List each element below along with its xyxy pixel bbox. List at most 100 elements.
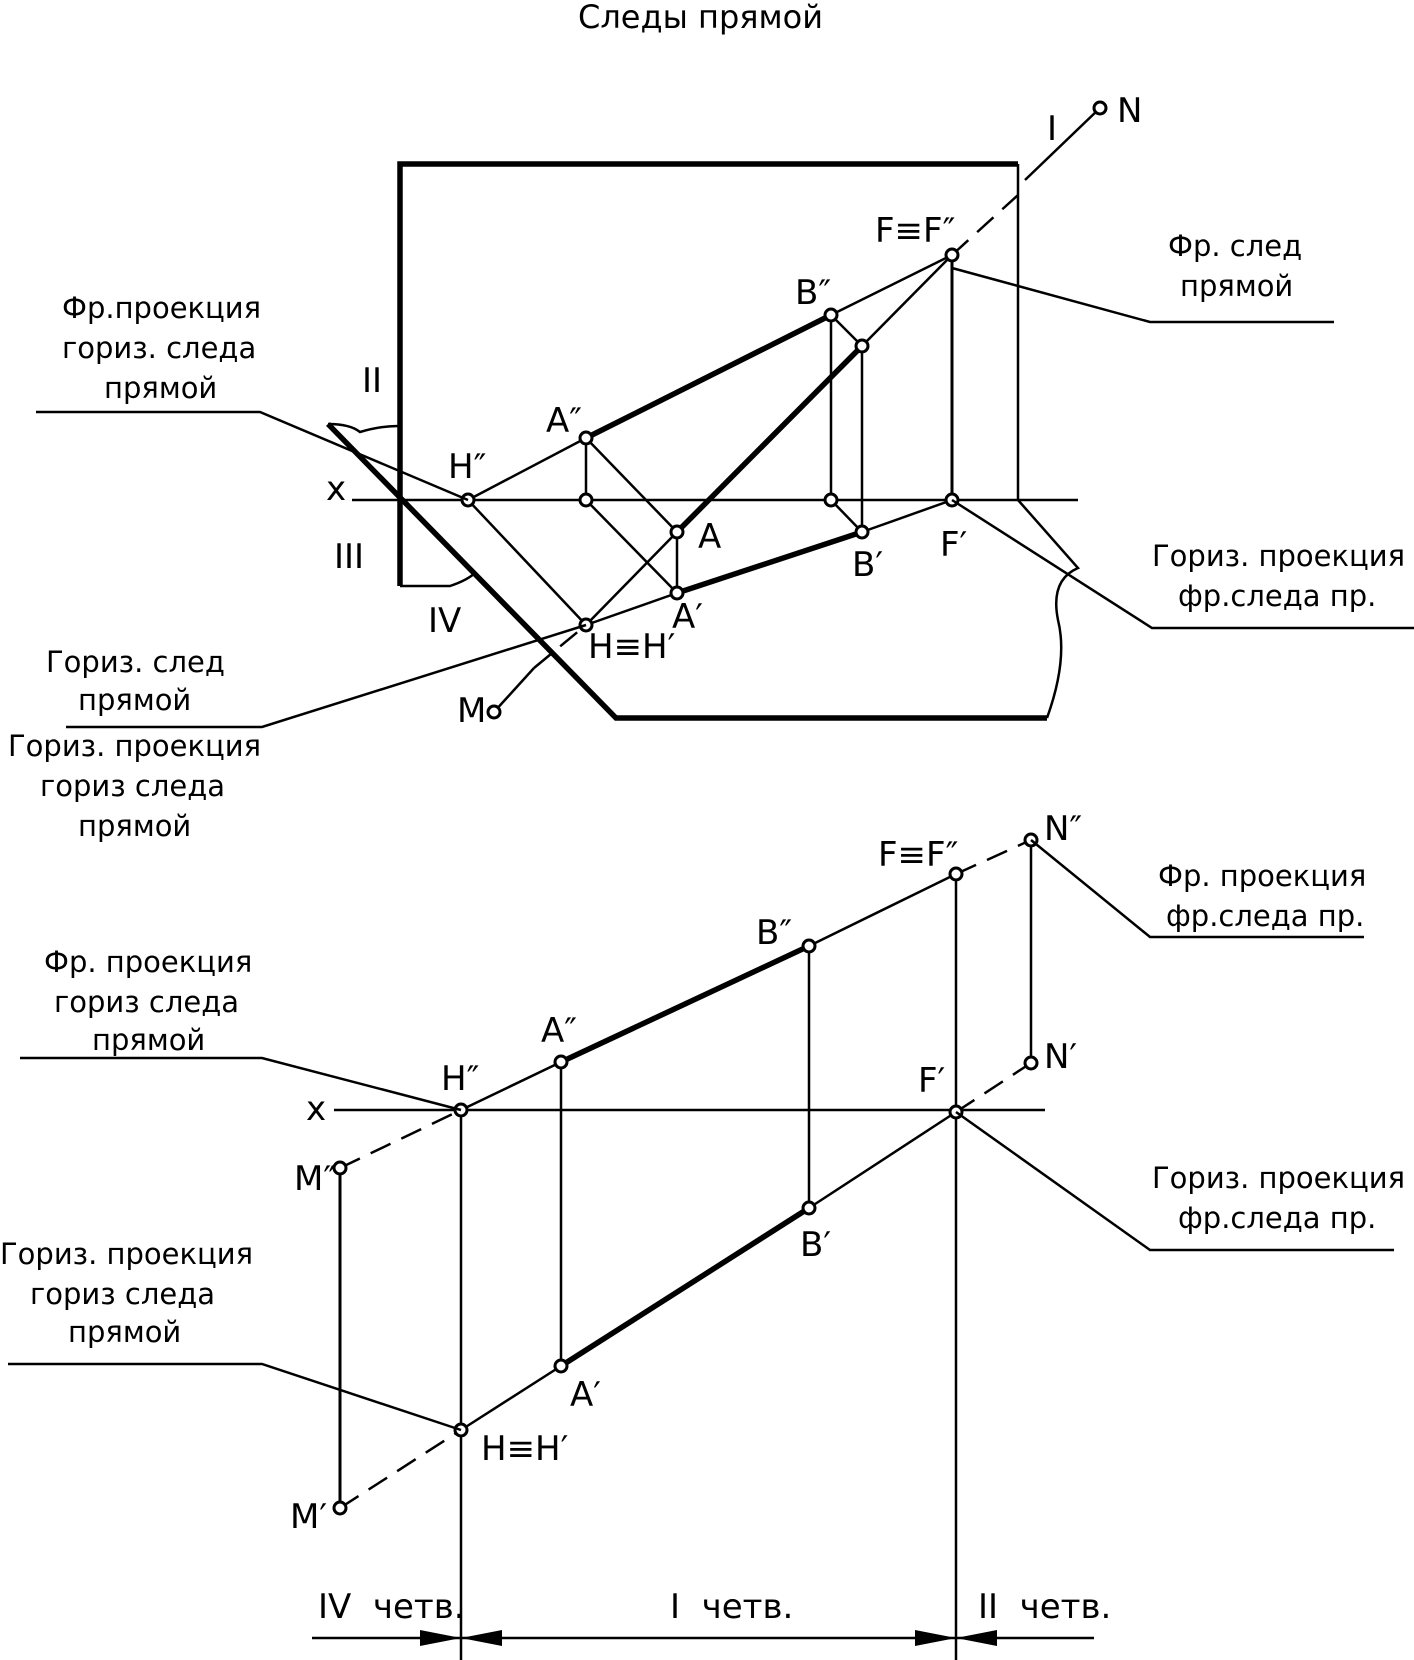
point-B2 [823, 307, 839, 323]
frontal-proj-FN [955, 838, 1032, 876]
hor-proj-MH [339, 1428, 462, 1510]
point-A1 [553, 1358, 569, 1374]
label-A2: A″ [546, 401, 582, 441]
callout-line: Гориз. след [46, 645, 225, 679]
label-N1: N′ [1044, 1037, 1077, 1077]
label-H2: H″ [448, 447, 486, 487]
callout-line: гориз следа [30, 1277, 215, 1311]
label-H-eq: H≡H′ [588, 627, 675, 667]
label-H2: H″ [441, 1059, 479, 1099]
callout-hor-proj-front-trace: Гориз. проекция фр.следа пр. [1152, 539, 1405, 613]
label-A1: A′ [672, 597, 703, 637]
label-A2: A″ [541, 1011, 577, 1051]
quarter-label-II: II четв. [978, 1587, 1111, 1627]
line-MN-hidden [533, 624, 587, 669]
point-N [1092, 100, 1108, 116]
callout-line: фр.следа пр. [1178, 579, 1376, 613]
callout-front-proj-front-trace: Фр. проекция фр.следа пр. [1158, 859, 1366, 933]
horizontal-plane-fold [327, 422, 399, 434]
callout-line: прямой [78, 809, 191, 843]
label-M: M [457, 691, 486, 731]
label-B2: B″ [756, 913, 792, 953]
label-B1: B′ [852, 545, 883, 585]
hor-proj-BF [861, 498, 953, 534]
point-M [486, 704, 502, 720]
frontal-proj-HA [467, 436, 587, 502]
callout-hor-proj-hor-trace: Гориз. проекция гориз следа прямой [8, 729, 261, 843]
point-Bx [823, 492, 839, 508]
bottom-figure: x N″ N′ F≡F″ F′ [0, 809, 1405, 1660]
arrow-IV-right [420, 1630, 461, 1646]
arrow-I-left [461, 1630, 502, 1646]
quadrant-label-IV: IV [428, 601, 461, 641]
line-MN-seg-BF [861, 254, 953, 347]
callout-line: Фр. проекция [44, 945, 252, 979]
callout-line: Гориз. проекция [0, 1237, 253, 1271]
callout-line: Гориз. проекция [1152, 539, 1405, 573]
point-B1 [801, 1200, 817, 1216]
horizontal-plane [326, 422, 1047, 721]
line-MN-behind-plane [951, 194, 1019, 256]
point-M1 [332, 1500, 348, 1516]
label-F1: F′ [918, 1061, 945, 1101]
point-B1 [854, 524, 870, 540]
callout-line: Фр. проекция [1158, 859, 1366, 893]
leader-front-proj-front-trace [1030, 839, 1364, 939]
frontal-proj-MH [339, 1108, 462, 1170]
leader-hor-trace [66, 623, 587, 729]
point-N1 [1023, 1055, 1039, 1071]
callout-line: прямой [92, 1023, 205, 1057]
label-A: A [698, 517, 721, 557]
callout-line: Фр. след [1168, 229, 1302, 263]
line-MN-upper [1024, 107, 1101, 181]
callout-hor-trace: Гориз. след прямой [46, 645, 225, 717]
quadrant-label-I: I [1047, 109, 1057, 149]
callout-line: прямой [78, 683, 191, 717]
frontal-plane [397, 161, 1018, 586]
point-F [944, 247, 960, 263]
line-MN-seg-HA [585, 531, 678, 626]
hor-proj-FN [955, 1061, 1032, 1114]
callout-line: фр.следа пр. [1166, 899, 1364, 933]
frontal-proj-BF [808, 872, 957, 948]
diagram-title: Следы прямой [578, 0, 823, 36]
leader-front-proj-hor-trace [20, 1056, 462, 1112]
frontal-proj-AB [584, 312, 833, 441]
frontal-proj-BF [830, 253, 953, 317]
callout-hor-proj-hor-trace: Гориз. проекция гориз следа прямой [0, 1237, 253, 1349]
horizontal-plane-break [1017, 499, 1081, 719]
point-B [854, 338, 870, 354]
point-A2 [553, 1054, 569, 1070]
top-figure: x I II III IV [8, 91, 1414, 843]
leader-hor-proj-front-trace [955, 1110, 1394, 1252]
quadrant-label-II: II [362, 361, 382, 401]
quarter-label-I: I четв. [670, 1587, 793, 1627]
hor-proj-AB [559, 1205, 811, 1369]
frontal-proj-AB [559, 943, 811, 1065]
connector-A1 [585, 499, 678, 594]
label-A1: A′ [570, 1375, 601, 1415]
point-B2 [801, 938, 817, 954]
callout-front-proj-hor-trace: Фр. проекция гориз следа прямой [44, 945, 252, 1057]
callout-line: прямой [104, 371, 217, 405]
callout-line: Гориз. проекция [8, 729, 261, 763]
connector-H [467, 499, 587, 626]
callout-line: прямой [1180, 269, 1293, 303]
point-A1 [669, 585, 685, 601]
point-A2 [578, 430, 594, 446]
point-F2 [948, 866, 964, 882]
label-F1: F′ [940, 525, 967, 565]
leader-hor-proj-front-trace [951, 498, 1414, 630]
leader-front-trace [951, 266, 1334, 324]
callout-line: фр.следа пр. [1178, 1201, 1376, 1235]
hor-proj-HA [585, 591, 678, 627]
callout-hor-proj-front-trace: Гориз. проекция фр.следа пр. [1152, 1161, 1405, 1235]
frontal-proj-HA [460, 1060, 562, 1112]
label-B2: B″ [795, 273, 831, 313]
connector-A2-A [585, 437, 678, 533]
callout-line: гориз следа [54, 985, 239, 1019]
line-MN-lower [493, 667, 535, 713]
label-N: N [1117, 91, 1142, 131]
leader-hor-proj-hor-trace [8, 1362, 462, 1432]
